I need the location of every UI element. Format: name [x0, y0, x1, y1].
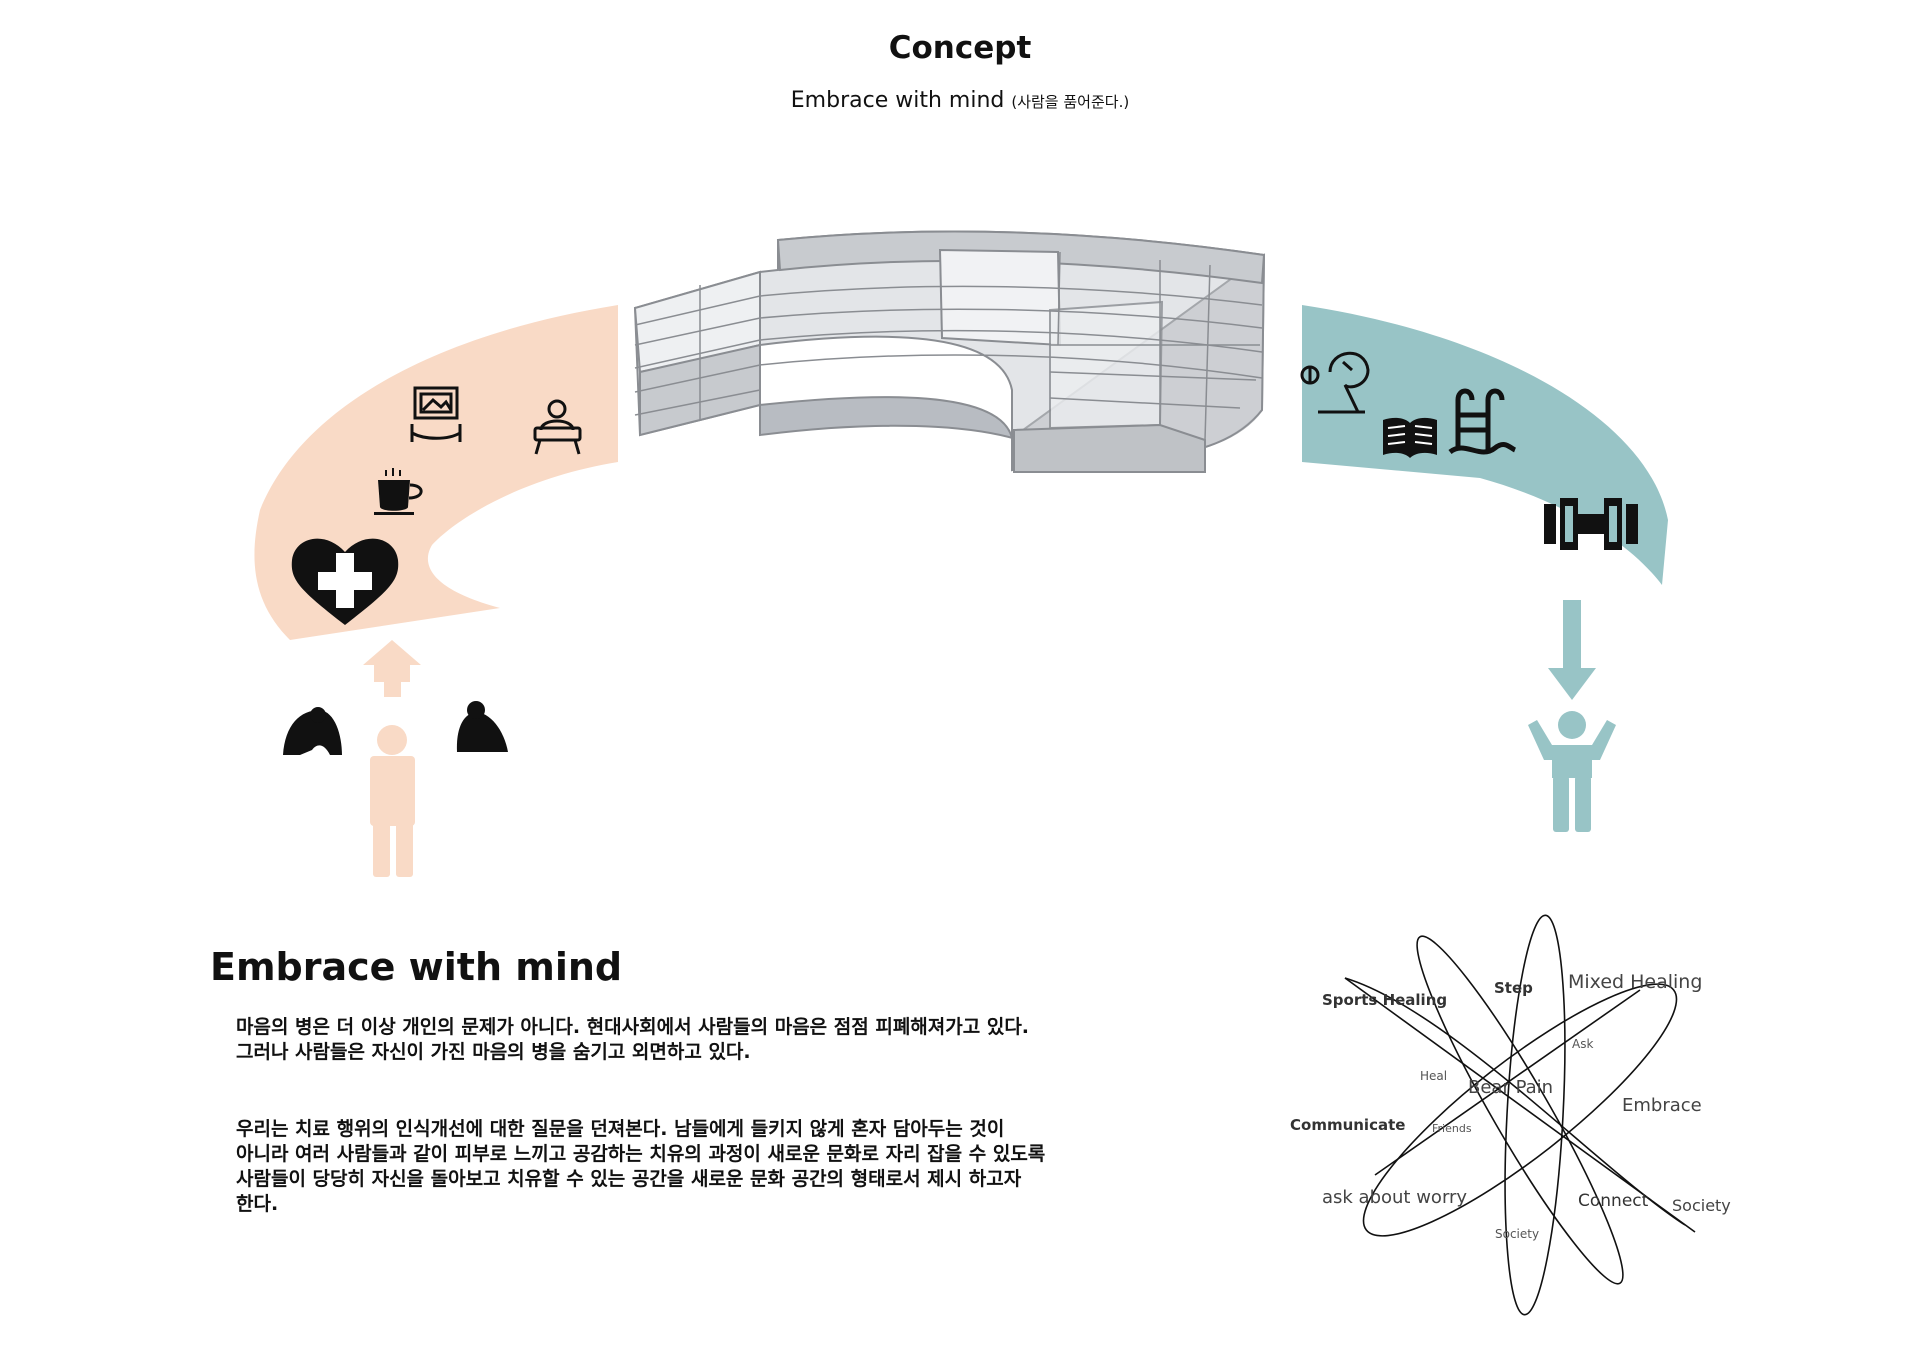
- page-title: Concept: [888, 30, 1032, 66]
- section-heading: Embrace with mind: [210, 945, 623, 989]
- person-up-arrow-icon: [363, 640, 421, 877]
- sitting-depressed-person-icon: [283, 707, 342, 755]
- word-society-right: Society: [1672, 1196, 1731, 1215]
- pool-ladder-icon: [1448, 388, 1517, 455]
- intro-line-1: 마음의 병은 더 이상 개인의 문제가 아니다. 현대사회에서 사람들의 마음은…: [236, 1016, 1030, 1038]
- proposal-paragraph: 우리는 치료 행위의 인식개선에 대한 질문을 던져본다. 남들에게 들키지 않…: [236, 1117, 1196, 1217]
- counselor-desk-icon: [533, 399, 582, 455]
- pill-and-person-icon: [1300, 351, 1370, 414]
- word-connect: Connect: [1578, 1191, 1649, 1211]
- person-down-arrow-icon: [1528, 600, 1616, 832]
- word-sports-healing: Sports Healing: [1322, 991, 1447, 1009]
- building-model: [633, 230, 1266, 474]
- book-icon: [1383, 417, 1437, 458]
- concept-word-map: Sports Healing Step Mixed Healing Ask He…: [1290, 914, 1731, 1316]
- word-step: Step: [1494, 979, 1533, 997]
- word-map-lines: [1344, 914, 1696, 1316]
- word-heal: Heal: [1420, 1069, 1447, 1083]
- coffee-cup-icon: [374, 468, 423, 515]
- word-ask-about-worry: ask about worry: [1322, 1187, 1467, 1208]
- word-ask: Ask: [1572, 1037, 1593, 1051]
- proposal-line-2: 아니라 여러 사람들과 같이 피부로 느끼고 공감하는 치유의 과정이 새로운 …: [236, 1143, 1046, 1165]
- heart-plus-icon: [291, 538, 399, 625]
- intro-paragraph: 마음의 병은 더 이상 개인의 문제가 아니다. 현대사회에서 사람들의 마음은…: [236, 1015, 1196, 1065]
- page-subtitle: Embrace with mind (사람을 품어준다.): [0, 88, 1920, 113]
- word-mixed-healing: Mixed Healing: [1568, 971, 1702, 993]
- subtitle-korean: (사람을 품어준다.): [1011, 93, 1130, 111]
- proposal-line-3: 사람들이 당당히 자신을 돌아보고 치유할 수 있는 공간을 새로운 문화 공간…: [236, 1168, 1022, 1190]
- subtitle-main: Embrace with mind: [790, 88, 1005, 113]
- word-communicate: Communicate: [1290, 1116, 1405, 1134]
- word-embrace: Embrace: [1622, 1095, 1702, 1116]
- framed-picture-icon: [410, 386, 462, 442]
- building-floor-lines: [634, 249, 1263, 441]
- word-friends: Friends: [1432, 1122, 1472, 1135]
- intro-line-2: 그러나 사람들은 자신이 가진 마음의 병을 숨기고 외면하고 있다.: [236, 1041, 751, 1063]
- proposal-line-4: 한다.: [236, 1193, 279, 1215]
- crouching-person-icon: [456, 701, 508, 752]
- proposal-line-1: 우리는 치료 행위의 인식개선에 대한 질문을 던져본다. 남들에게 들키지 않…: [236, 1118, 1005, 1140]
- dumbbell-icon: [1544, 498, 1638, 550]
- word-bear-pain: Bear Pain: [1468, 1077, 1553, 1098]
- word-society-bottom: Society: [1495, 1227, 1539, 1241]
